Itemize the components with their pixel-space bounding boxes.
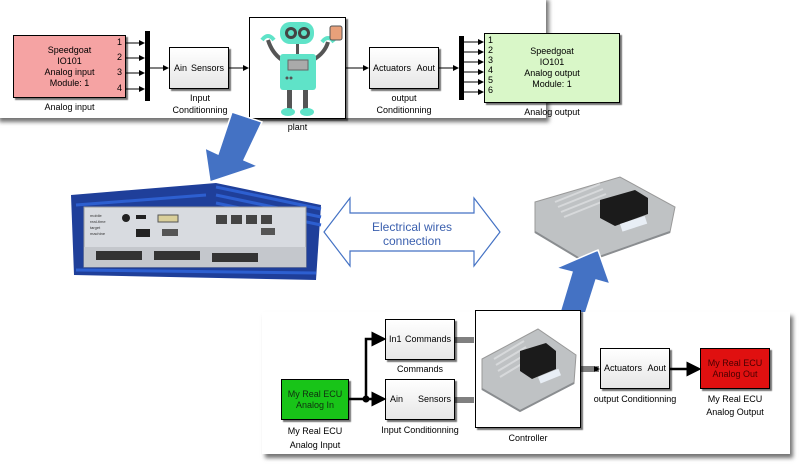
label-line: connection (382, 234, 442, 248)
speedgoat-target-machine-image: mobile real-time target machine (66, 175, 326, 287)
svg-text:real-time: real-time (90, 219, 106, 224)
in-port-label: Ain (174, 63, 188, 73)
block-text-line: Speedgoat (47, 44, 92, 55)
block-text-line: Speedgoat (530, 46, 574, 56)
real-ecu-image (530, 172, 680, 264)
ecu-illustration (534, 176, 676, 264)
branch-point (362, 395, 370, 403)
out-port-label: Aout (416, 63, 435, 73)
speedgoat-analog-input-block[interactable]: Speedgoat IO101 Analog input Module: 1 (13, 35, 126, 98)
block-label: Controller (508, 433, 548, 443)
block-text-line: Module: 1 (49, 77, 90, 88)
out-port-label: Sensors (417, 394, 451, 404)
block-text-line: Analog output (524, 68, 580, 78)
svg-text:mobile: mobile (90, 213, 103, 218)
signal-lines (126, 39, 484, 95)
in-port-label: In1 (389, 334, 402, 344)
ecu-input-conditioning-block[interactable]: Ain Sensors (385, 379, 455, 420)
block-text-line: My Real ECU (287, 388, 343, 399)
in-port-label: Actuators (373, 63, 412, 73)
target-machine-illustration: mobile real-time target machine (71, 183, 322, 280)
speedgoat-analog-output-block[interactable]: Speedgoat IO101 Analog output Module: 1 (484, 33, 620, 103)
electrical-wires-double-arrow (323, 196, 501, 268)
port-label: 4 (117, 83, 123, 93)
in-port-label: Ain (390, 394, 404, 404)
block-label: Input Conditionning (381, 425, 459, 435)
port-label: 1 (117, 37, 123, 47)
port-label: 6 (488, 85, 494, 95)
in-port-label: Actuators (604, 363, 643, 373)
label-line: Conditionning (376, 105, 432, 115)
out-port-label: Aout (647, 363, 666, 373)
out-port-label: Commands (404, 334, 451, 344)
block-text-line: IO101 (57, 55, 82, 66)
block-label: My Real ECU Analog Input (270, 424, 360, 452)
out-port-label: Sensors (190, 63, 224, 73)
port-label: 3 (488, 55, 494, 65)
label-line: output (391, 93, 417, 103)
svg-text:machine: machine (90, 231, 106, 236)
connection-label: Electrical wires connection (350, 220, 474, 248)
up-arrow-to-ecu (553, 248, 612, 319)
ecu-output-conditioning-block[interactable]: Actuators Aout (600, 348, 670, 389)
block-label: output Conditionning (593, 394, 677, 404)
port-label: 1 (488, 35, 494, 45)
port-label: 3 (117, 67, 123, 77)
block-label: My Real ECU Analog Output (690, 393, 780, 419)
output-conditioning-block[interactable]: Actuators Aout (369, 47, 439, 89)
block-text-line: Analog input (44, 66, 95, 77)
port-label: 2 (117, 52, 123, 62)
robot-icon (260, 22, 343, 116)
label-line: Analog Input (289, 440, 341, 450)
block-label: Analog output (524, 107, 580, 117)
block-text-line: Module: 1 (532, 79, 572, 89)
block-text-line: Analog In (295, 399, 335, 410)
down-arrow-to-target (204, 111, 264, 183)
port-label: 5 (488, 75, 494, 85)
demux-block[interactable] (459, 36, 464, 100)
signal-lines (349, 331, 702, 407)
label-line: Input (189, 93, 211, 103)
block-label: Commands (396, 364, 443, 374)
block-label: plant (287, 122, 308, 132)
ecu-analog-out-block[interactable]: My Real ECU Analog Out (700, 348, 770, 389)
svg-text:target: target (90, 225, 101, 230)
controller-block[interactable] (475, 310, 581, 428)
label-line: Conditionning (172, 105, 228, 115)
port-label: 2 (488, 45, 494, 55)
ecu-controller-icon (481, 328, 577, 413)
ecu-analog-in-block[interactable]: My Real ECU Analog In (281, 379, 349, 420)
label-line: My Real ECU (707, 394, 763, 404)
label-line: Analog Output (706, 407, 764, 417)
block-label: Input Conditionning (160, 92, 240, 116)
plant-block[interactable] (249, 17, 346, 119)
input-conditioning-block[interactable]: Ain Sensors (169, 47, 229, 89)
label-line: My Real ECU (287, 426, 343, 436)
block-label: Analog input (44, 102, 95, 112)
block-label: output Conditionning (364, 92, 444, 116)
port-label: 4 (488, 65, 494, 75)
block-text-line: Analog Out (712, 368, 758, 379)
mux-block[interactable] (145, 31, 150, 101)
label-line: Electrical wires (371, 220, 452, 234)
commands-block[interactable]: In1 Commands (385, 319, 455, 360)
block-text-line: My Real ECU (707, 357, 763, 368)
block-text-line: IO101 (539, 57, 565, 67)
